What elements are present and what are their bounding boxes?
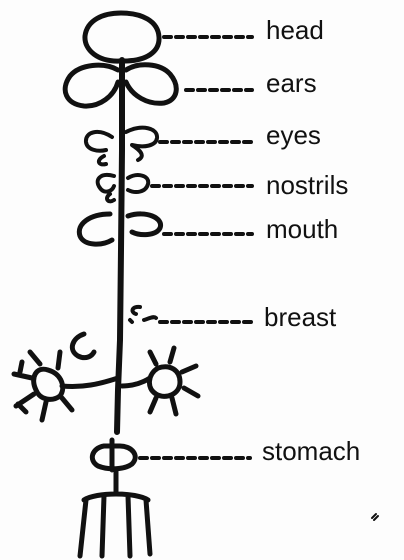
label-breast: breast: [264, 304, 336, 330]
label-mouth: mouth: [266, 216, 338, 242]
label-head: head: [266, 17, 324, 43]
label-stomach: stomach: [262, 438, 360, 464]
label-eyes: eyes: [266, 122, 321, 148]
breast-shape: [130, 307, 156, 322]
crescent-shape: [72, 334, 94, 358]
label-nostrils: nostrils: [266, 172, 348, 198]
head-shape: [85, 13, 159, 61]
stomach-shape: [92, 440, 135, 470]
label-ears: ears: [266, 70, 317, 96]
right-arm-shape: [122, 348, 198, 414]
left-arm-shape: [14, 352, 118, 420]
legs-shape: [80, 470, 150, 556]
stray-mark: [372, 514, 378, 520]
